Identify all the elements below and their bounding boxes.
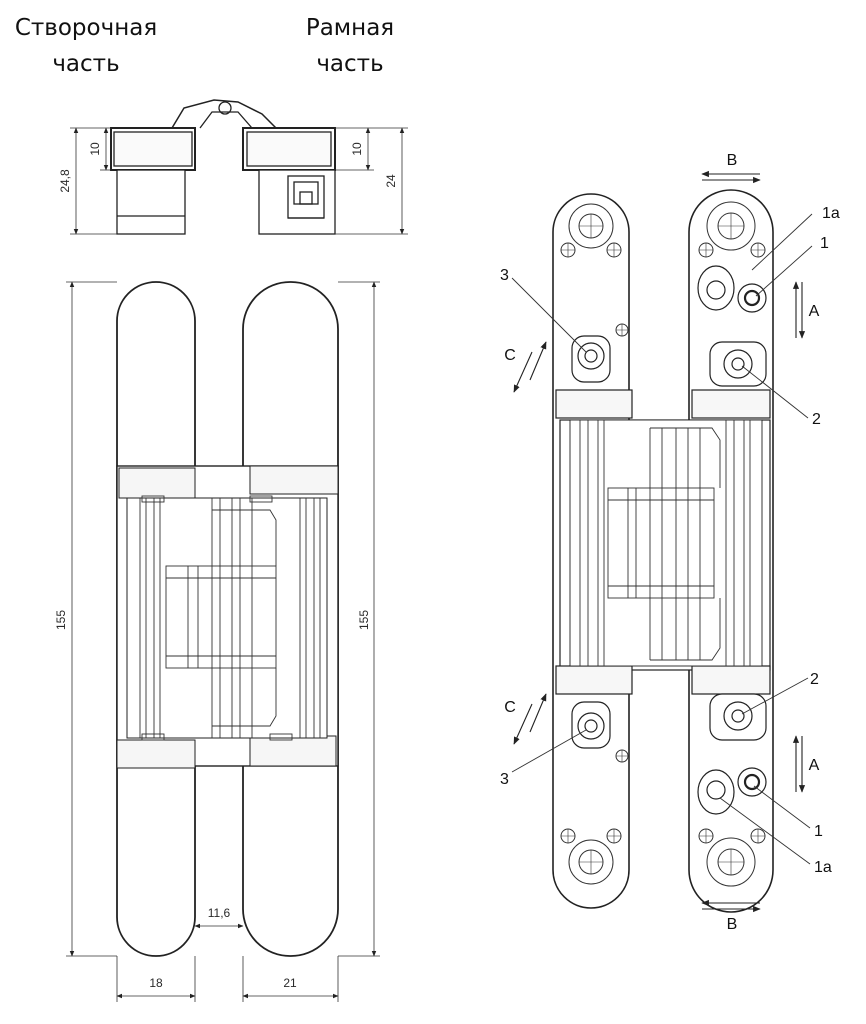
dim-top-right-total: 24	[384, 174, 398, 188]
label-1a-bottom: 1a	[814, 859, 832, 876]
screw-1-top	[737, 283, 767, 313]
label-1-bottom: 1	[814, 823, 823, 840]
detail-adjustment-screws	[571, 265, 767, 815]
top-view-pivot	[218, 101, 232, 115]
top-view-leaf-body	[116, 169, 186, 235]
front-view	[116, 281, 339, 957]
label-2-top: 2	[812, 411, 821, 428]
screw-2-bottom	[709, 693, 767, 741]
label-a-bottom: A	[809, 757, 820, 774]
label-c-bottom: C	[504, 699, 516, 716]
label-b-bottom: B	[727, 916, 738, 933]
heading-leaf-part: Створочная часть	[0, 10, 172, 82]
heading-frame-line2: часть	[316, 51, 384, 77]
label-b-top: B	[727, 152, 738, 169]
dim-height-right: 155	[357, 610, 371, 630]
detail-screw-holes	[560, 201, 766, 887]
detail-mechanism-lines	[579, 420, 751, 666]
hole-leaf-top-large	[568, 203, 614, 249]
screw-1a-bottom	[697, 769, 735, 815]
heading-frame-part: Рамная часть	[288, 10, 412, 82]
screw-1a-top	[697, 265, 735, 311]
front-view-dimensions	[66, 281, 380, 1002]
dim-gap: 11,6	[208, 906, 231, 920]
dim-width-left: 18	[149, 976, 163, 990]
hole-leaf-bottom-large	[568, 839, 614, 885]
heading-leaf-line1: Створочная	[14, 15, 158, 41]
label-3-bottom: 3	[500, 771, 509, 788]
top-view	[110, 99, 336, 235]
label-3-top: 3	[500, 267, 509, 284]
top-view-link-arm	[171, 99, 277, 129]
detail-leaders	[511, 213, 813, 865]
screw-2-top	[709, 341, 767, 387]
top-view-dimensions	[70, 127, 408, 235]
dim-height-left: 155	[54, 610, 68, 630]
detail-arrows	[513, 170, 806, 913]
label-c-top: C	[504, 347, 516, 364]
label-1a-top: 1a	[822, 205, 840, 222]
screw-3-bottom	[571, 701, 611, 749]
dim-top-left-small: 10	[88, 142, 102, 156]
screw-1-bottom	[737, 767, 767, 797]
dim-width-right: 21	[283, 976, 297, 990]
hole-frame-top-large	[706, 201, 756, 251]
label-1-top: 1	[820, 235, 829, 252]
hole-frame-bottom-large	[706, 837, 756, 887]
heading-frame-line1: Рамная	[305, 15, 395, 41]
screw-3-top	[571, 335, 611, 383]
front-view-mechanism	[139, 495, 321, 741]
heading-leaf-line2: часть	[52, 51, 120, 77]
label-a-top: A	[809, 303, 820, 320]
dim-top-right-small: 10	[350, 142, 364, 156]
dim-top-left-total: 24,8	[58, 169, 72, 193]
label-2-bottom: 2	[810, 671, 819, 688]
